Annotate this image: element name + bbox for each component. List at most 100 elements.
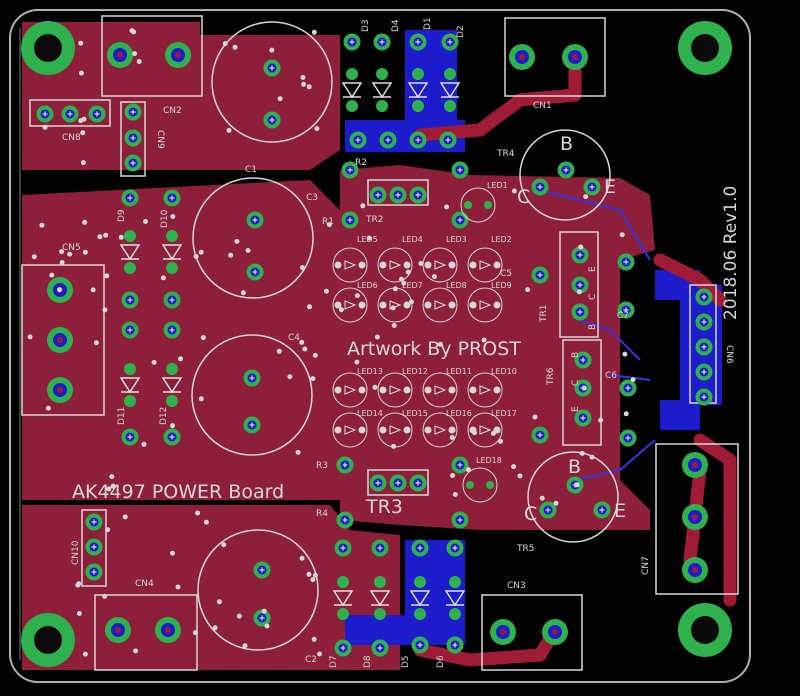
via <box>583 194 589 200</box>
led <box>332 412 368 448</box>
label-cn6: CN6 <box>724 345 734 364</box>
label-led8: LED8 <box>446 281 467 290</box>
via <box>310 376 316 382</box>
pad <box>441 33 459 51</box>
pad <box>369 186 387 204</box>
connector-pad <box>562 44 588 70</box>
pad <box>451 511 469 529</box>
via <box>90 287 96 293</box>
label-d7: D7 <box>329 655 339 668</box>
via <box>317 651 322 657</box>
via <box>109 474 115 480</box>
led <box>467 247 503 283</box>
via <box>31 254 37 260</box>
via <box>391 443 397 449</box>
pad <box>334 639 352 657</box>
via <box>261 608 267 614</box>
pad <box>246 263 264 281</box>
via <box>122 514 128 520</box>
tr1-collector-label: C <box>588 294 598 300</box>
via <box>302 346 308 352</box>
label-led11: LED11 <box>446 367 472 376</box>
via <box>198 396 204 402</box>
label-c7: C7 <box>617 311 629 321</box>
via <box>245 248 251 253</box>
pad <box>531 178 549 196</box>
via <box>392 286 398 292</box>
label-d10: D10 <box>160 209 170 228</box>
tr4-base-label: B <box>560 133 573 155</box>
pad <box>451 456 469 474</box>
via <box>511 464 517 470</box>
led <box>422 247 458 283</box>
pad <box>695 363 713 381</box>
pad <box>409 474 427 492</box>
via <box>579 450 585 456</box>
pad <box>446 539 464 557</box>
via <box>372 384 378 390</box>
pad <box>253 609 271 627</box>
pad <box>243 416 261 434</box>
label-tr3: TR3 <box>365 496 403 518</box>
via <box>78 70 84 76</box>
via <box>131 29 137 35</box>
label-cn5: CN5 <box>62 243 81 253</box>
pad <box>617 301 635 319</box>
label-led16: LED16 <box>446 409 472 418</box>
thin-traces <box>539 189 656 481</box>
connector-pad <box>105 617 131 643</box>
label-c2: C2 <box>305 655 317 665</box>
led <box>332 372 368 408</box>
pad <box>85 563 103 581</box>
pad <box>349 131 367 149</box>
via <box>311 636 317 642</box>
label-led4: LED4 <box>402 235 423 244</box>
pad <box>341 211 359 229</box>
via <box>452 492 458 497</box>
pad <box>571 276 589 294</box>
via <box>313 572 318 578</box>
label-cn1: CN1 <box>533 101 552 111</box>
tr5-collector-label: C <box>524 503 537 525</box>
diode <box>161 230 183 274</box>
connector-pad <box>47 377 73 403</box>
label-tr2: TR2 <box>365 215 383 225</box>
label-r3: R3 <box>316 461 328 471</box>
pad <box>163 189 181 207</box>
via <box>532 414 538 420</box>
via <box>236 613 242 619</box>
via <box>82 249 88 255</box>
pad <box>451 161 469 179</box>
pad <box>574 409 592 427</box>
pad <box>409 131 427 149</box>
label-d2: D2 <box>456 25 466 38</box>
diode <box>341 68 363 112</box>
via <box>295 449 301 455</box>
pad <box>121 321 139 339</box>
via <box>553 500 559 506</box>
tr5-base-label: B <box>568 456 581 478</box>
via <box>93 340 99 346</box>
large-pads <box>47 42 708 645</box>
label-r2: R2 <box>355 158 367 168</box>
via <box>49 272 55 278</box>
pad <box>409 186 427 204</box>
via <box>374 334 380 340</box>
via <box>511 188 517 194</box>
label-cn2: CN2 <box>163 106 182 116</box>
pad <box>695 288 713 306</box>
via <box>437 341 443 347</box>
label-led9: LED9 <box>491 281 512 290</box>
via <box>299 339 305 345</box>
label-led10: LED10 <box>491 367 517 376</box>
board-revision: 2018.06 Rev1.0 <box>721 186 741 320</box>
pad <box>336 511 354 529</box>
via <box>264 623 270 629</box>
diode <box>119 363 141 407</box>
via <box>276 348 282 354</box>
via <box>57 287 62 293</box>
via <box>539 495 545 501</box>
via <box>300 75 306 80</box>
via <box>195 510 201 516</box>
